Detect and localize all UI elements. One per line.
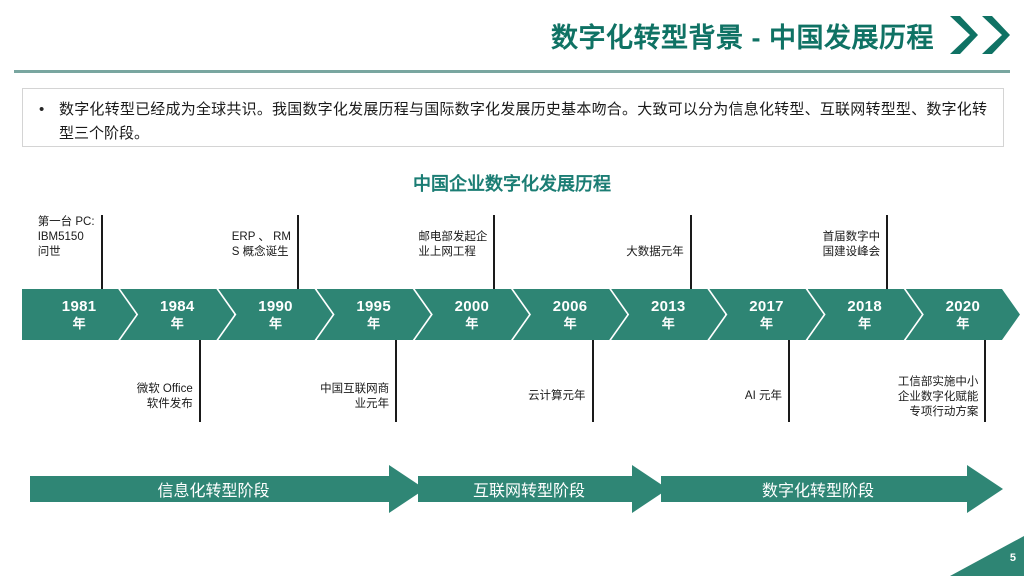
chevron-year-suffix: 年 xyxy=(661,315,675,331)
chevron-year-suffix: 年 xyxy=(759,315,773,331)
milestone-label-2006: 云计算元年 xyxy=(528,390,586,402)
double-chevron-right-icon xyxy=(948,14,1010,56)
chevron-year-suffix: 年 xyxy=(72,315,86,331)
chevron-year: 2020 xyxy=(945,297,981,315)
bullet-marker-icon: • xyxy=(39,101,45,118)
phase-arrow-2[interactable]: 互联网转型阶段 xyxy=(418,465,668,513)
bullet-row: • 数字化转型已经成为全球共识。我国数字化发展历程与国际数字化发展历史基本吻合。… xyxy=(39,98,987,146)
section-subtitle: 中国企业数字化发展历程 xyxy=(413,174,611,194)
phase-arrow-1[interactable]: 信息化转型阶段 xyxy=(30,465,425,513)
chevron-year: 2006 xyxy=(552,297,588,315)
chevron-year: 1984 xyxy=(159,297,195,315)
slide-header: 数字化转型背景 - 中国发展历程 xyxy=(0,0,1024,73)
chevron-year-suffix: 年 xyxy=(858,315,872,331)
leader-line-1990 xyxy=(296,215,299,293)
leader-line-1995 xyxy=(395,336,398,422)
chevron-year-suffix: 年 xyxy=(170,315,184,331)
phase-label: 数字化转型阶段 xyxy=(761,483,874,500)
chevron-year-suffix: 年 xyxy=(956,315,970,331)
phase-arrow-3[interactable]: 数字化转型阶段 xyxy=(661,465,1003,513)
milestone-label-1984: 微软 Office 软件发布 xyxy=(136,383,193,410)
chevron-year: 2000 xyxy=(454,297,490,315)
leader-line-2018 xyxy=(886,215,889,293)
chevron-year-suffix: 年 xyxy=(268,315,282,331)
milestone-label-1990: ERP 、 RM S 概念诞生 xyxy=(231,231,291,258)
milestone-label-2017: AI 元年 xyxy=(744,390,782,402)
leader-line-2017 xyxy=(787,336,790,422)
chevron-year: 1995 xyxy=(356,297,391,315)
milestone-label-2000: 邮电部发起企 业上网工程 xyxy=(418,231,488,258)
chevron-year-suffix: 年 xyxy=(563,315,577,331)
chevron-year-suffix: 年 xyxy=(465,315,479,331)
milestone-label-1981: 第一台 PC: IBM5150 问世 xyxy=(37,216,95,258)
header-divider xyxy=(14,70,1010,73)
leader-line-2013 xyxy=(689,215,692,293)
chevron-year: 2018 xyxy=(847,297,882,315)
milestone-label-2020: 工信部实施中小 企业数字化赋能 专项行动方案 xyxy=(897,376,979,418)
milestone-label-1995: 中国互联网商 业元年 xyxy=(320,383,390,410)
chevron-year: 1981 xyxy=(61,297,97,315)
chevron-year: 2013 xyxy=(650,297,686,315)
page-number: 5 xyxy=(1009,552,1016,564)
title-row: 数字化转型背景 - 中国发展历程 xyxy=(551,14,1010,56)
summary-text-box: • 数字化转型已经成为全球共识。我国数字化发展历程与国际数字化发展历史基本吻合。… xyxy=(22,88,1004,147)
leader-line-2006 xyxy=(591,336,594,422)
chevron-year: 1990 xyxy=(258,297,293,315)
leader-line-1981 xyxy=(100,215,103,293)
chevron-year-suffix: 年 xyxy=(367,315,381,331)
page-title: 数字化转型背景 - 中国发展历程 xyxy=(551,22,934,53)
leader-line-1984 xyxy=(198,336,201,422)
bullet-text: 数字化转型已经成为全球共识。我国数字化发展历程与国际数字化发展历史基本吻合。大致… xyxy=(59,101,987,142)
phase-label: 信息化转型阶段 xyxy=(157,483,270,500)
chevron-year: 2017 xyxy=(749,297,784,315)
milestone-label-2013: 大数据元年 xyxy=(626,246,684,258)
milestone-label-2018: 首届数字中 国建设峰会 xyxy=(822,231,881,258)
leader-line-2020 xyxy=(984,336,987,422)
phase-label: 互联网转型阶段 xyxy=(472,483,585,500)
phase-arrow-row: 信息化转型阶段 互联网转型阶段 数字化转型阶段 xyxy=(0,465,1024,517)
leader-line-2000 xyxy=(493,215,496,293)
